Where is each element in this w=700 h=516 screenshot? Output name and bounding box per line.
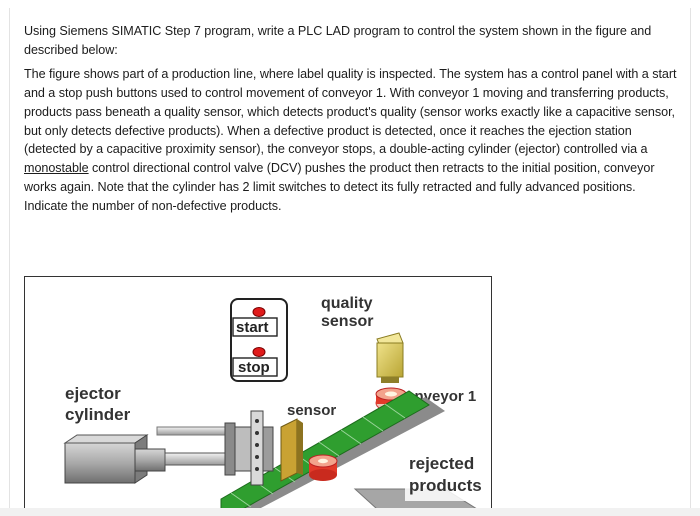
quality-sensor-icon	[376, 332, 404, 383]
rejected-label-line1: rejected	[409, 454, 474, 473]
quality-sensor-label-line2: sensor	[321, 313, 373, 330]
question-text: Using Siemens SIMATIC Step 7 program, wr…	[24, 22, 680, 221]
production-line-diagram: start stop quality sensor ejector cylind…	[63, 295, 491, 508]
ejector-label-line2: cylinder	[65, 405, 131, 424]
rejected-label-bg	[405, 447, 491, 501]
stop-button-icon[interactable]	[252, 347, 266, 357]
ejector-label-line1: ejector	[65, 384, 121, 403]
start-label: start	[236, 319, 269, 336]
production-line-figure: start stop quality sensor ejector cylind…	[24, 276, 492, 508]
quality-sensor-label-line1: quality	[321, 295, 373, 312]
question-body-part1: The figure shows part of a production li…	[24, 66, 677, 157]
monostable-term: monostable	[24, 161, 89, 176]
product-at-ejector-icon	[308, 454, 338, 481]
question-intro: Using Siemens SIMATIC Step 7 program, wr…	[24, 24, 652, 57]
conveyor-belt	[220, 390, 445, 508]
question-body: The figure shows part of a production li…	[24, 65, 680, 216]
sensor-label: sensor	[287, 402, 336, 419]
rejected-label-line2: products	[409, 476, 482, 495]
page-bottom-edge	[0, 508, 700, 516]
stop-label: stop	[238, 359, 270, 376]
stop-label-box	[232, 357, 278, 377]
proximity-sensor-icon	[280, 418, 303, 482]
start-label-box	[232, 317, 278, 337]
start-button-icon[interactable]	[252, 307, 266, 317]
question-card: Using Siemens SIMATIC Step 7 program, wr…	[9, 8, 691, 508]
question-body-part2: control directional control valve (DCV) …	[24, 161, 655, 214]
ejector-cylinder-icon	[63, 410, 274, 486]
